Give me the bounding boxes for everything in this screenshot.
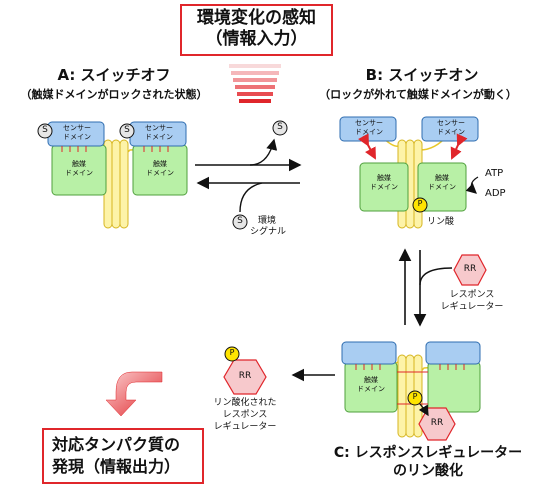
c-sensor-left bbox=[341, 341, 397, 365]
rr-free-label: RR bbox=[463, 264, 477, 274]
output-line2: 発現（情報出力） bbox=[52, 457, 181, 476]
phosphorylated-rr bbox=[223, 346, 267, 395]
response-regulator-label: レスポンスレギュレーター bbox=[440, 290, 504, 312]
a-signal-left bbox=[37, 123, 53, 139]
state-b-subtitle: （ロックが外れて触媒ドメインが動く） bbox=[319, 88, 517, 101]
state-b-title: B: スイッチオン bbox=[365, 66, 479, 84]
c-phospho-circle bbox=[407, 390, 423, 406]
state-b-protein bbox=[339, 116, 479, 229]
a-signal-left-label: S bbox=[42, 125, 48, 135]
a-catalytic-right-label: 触媒ドメイン bbox=[146, 160, 174, 177]
phosphoric-label: リン酸 bbox=[427, 217, 455, 227]
released-signal bbox=[272, 120, 288, 136]
c-phospho-label: P bbox=[412, 392, 418, 401]
c-catalytic-right bbox=[427, 361, 481, 413]
b-catalytic-left bbox=[359, 162, 409, 212]
state-a-subtitle: （触媒ドメインがロックされた状態） bbox=[20, 88, 208, 101]
a-sensor-right-label: センサードメイン bbox=[145, 124, 173, 141]
bc-transition-arrows bbox=[398, 248, 487, 327]
c-catalytic-left-label: 触媒ドメイン bbox=[357, 376, 385, 393]
rr-hexagon-free bbox=[453, 254, 487, 286]
atp-label: ATP bbox=[485, 168, 504, 179]
prr-phospho-label: P bbox=[229, 348, 235, 357]
input-box: 環境変化の感知 （情報入力） bbox=[180, 4, 333, 56]
b-catalytic-left-label: 触媒ドメイン bbox=[370, 174, 398, 191]
input-line2: （情報入力） bbox=[205, 29, 308, 50]
prr-rr-label: RR bbox=[238, 371, 252, 381]
released-signal-label: S bbox=[277, 122, 283, 132]
output-line1: 対応タンパク質の bbox=[52, 435, 181, 454]
b-catalytic-right-label: 触媒ドメイン bbox=[428, 174, 456, 191]
state-c-title: C: レスポンスレギュレーター のリン酸化 bbox=[333, 445, 523, 479]
a-sensor-left-label: センサードメイン bbox=[63, 124, 91, 141]
adp-label: ADP bbox=[485, 188, 506, 199]
incoming-signal bbox=[232, 214, 248, 230]
a-catalytic-left-label: 触媒ドメイン bbox=[65, 160, 93, 177]
state-a-protein bbox=[37, 121, 188, 229]
a-signal-right-label: S bbox=[124, 125, 130, 135]
state-c-protein bbox=[341, 341, 481, 441]
b-sensor-left-label: センサードメイン bbox=[355, 119, 383, 136]
output-box: 対応タンパク質の 発現（情報出力） bbox=[42, 428, 204, 484]
b-phospho-label: P bbox=[417, 199, 423, 208]
output-curved-arrow bbox=[105, 371, 163, 417]
b-phospho-circle bbox=[412, 197, 428, 213]
signal-gradient-bars bbox=[229, 64, 281, 103]
incoming-signal-label: S bbox=[237, 216, 243, 226]
c-sensor-right bbox=[425, 341, 481, 365]
phosphorylated-rr-caption: リン酸化された レスポンス レギュレーター bbox=[213, 398, 277, 432]
b-sensor-right-label: センサードメイン bbox=[437, 119, 465, 136]
ab-transition-arrows bbox=[195, 120, 302, 230]
env-signal-label: 環境シグナル bbox=[250, 216, 287, 237]
rr-bound-label: RR bbox=[430, 418, 444, 428]
input-line1: 環境変化の感知 bbox=[197, 8, 316, 28]
a-signal-right bbox=[119, 123, 135, 139]
state-a-title: A: スイッチオフ bbox=[57, 66, 171, 84]
